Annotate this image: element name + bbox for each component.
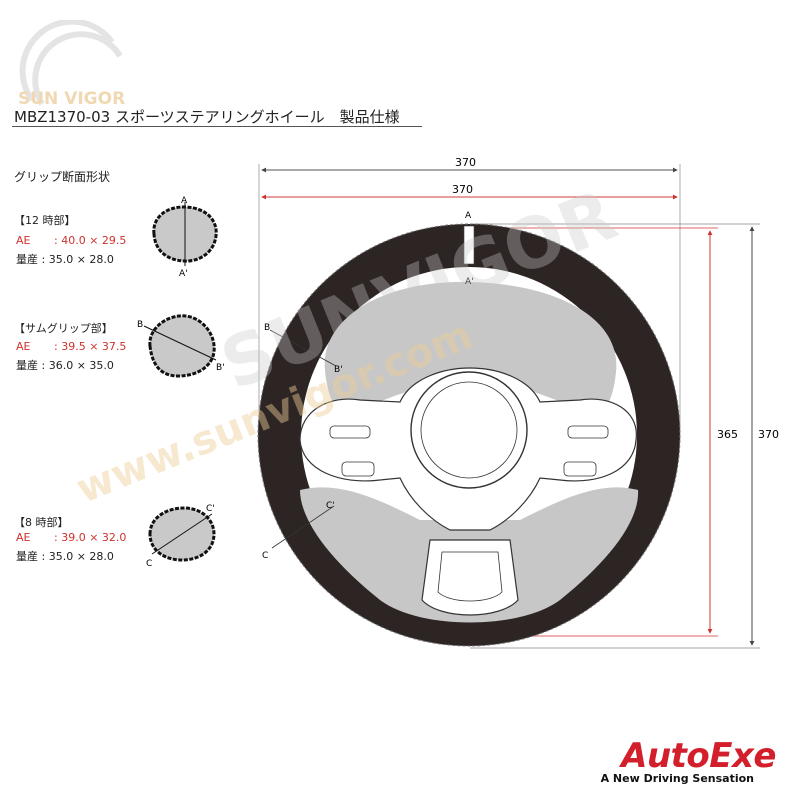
grip-12-heading: 【12 時部】 <box>14 214 76 227</box>
grip-thumb-mass: 量産 : 36.0 × 35.0 <box>16 359 114 372</box>
marker-c-prime: C' <box>326 501 335 511</box>
grip-8-section-icon: C' C <box>146 504 216 569</box>
grip-12-ae: AE: 40.0 × 29.5 <box>16 234 127 247</box>
top-marker-stripe <box>463 225 475 265</box>
marker-a-prime: A' <box>465 277 474 287</box>
marker-b-prime: B' <box>334 365 343 375</box>
grip-8-heading: 【8 時部】 <box>14 516 69 529</box>
lower-hub <box>421 539 519 616</box>
grip-thumb-heading: 【サムグリップ部】 <box>14 322 113 335</box>
grip-12-mass: 量産 : 35.0 × 28.0 <box>16 253 114 266</box>
dim-width-inner-label: 370 <box>452 183 473 196</box>
grip-thumb-ae: AE: 39.5 × 37.5 <box>16 340 127 353</box>
grip-8-ae: AE: 39.0 × 32.0 <box>16 531 127 544</box>
section-title: グリップ断面形状 <box>14 170 111 184</box>
brand-tagline: A New Driving Sensation <box>600 772 754 785</box>
corner-logo-icon: SUN VIGOR <box>18 20 125 109</box>
grip-thumb-point-b: B' <box>216 363 225 373</box>
grip-thumb-point-a: B <box>137 320 143 330</box>
corner-logo-text: SUN VIGOR <box>18 89 125 109</box>
grip-8-point-a: C' <box>206 504 215 514</box>
grip-12-point-a: A <box>181 196 188 206</box>
marker-c: C <box>262 551 268 561</box>
page-title: MBZ1370-03 スポーツステアリングホイール 製品仕様 <box>14 108 400 126</box>
horn-pad <box>410 371 528 489</box>
title-underline <box>12 126 422 127</box>
dim-height-outer-label: 370 <box>758 428 779 441</box>
grip-8-mass: 量産 : 35.0 × 28.0 <box>16 550 114 563</box>
grip-12-point-b: A' <box>179 269 188 279</box>
dim-height-inner-label: 365 <box>717 428 738 441</box>
grip-thumb-section-icon: B B' <box>137 314 225 378</box>
marker-b: B <box>264 323 270 333</box>
dim-width-outer-label: 370 <box>455 156 476 169</box>
marker-a: A <box>465 211 472 221</box>
right-button <box>567 425 609 439</box>
grip-8-point-b: C <box>146 559 152 569</box>
left-button <box>329 425 371 439</box>
upper-spoke <box>324 281 617 414</box>
grip-12-section-icon: A A' <box>152 196 218 279</box>
brand-logo: AutoExe <box>621 736 776 776</box>
